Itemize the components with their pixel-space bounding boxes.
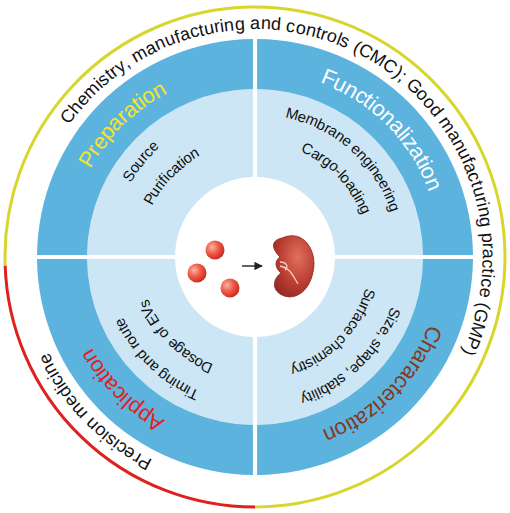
kidney (273, 236, 314, 297)
quadrant-sector: ApplicationDosage of EVsTiming and route (37, 257, 255, 475)
outer-band (257, 39, 473, 255)
glyph: n (223, 14, 235, 37)
glyph: g (474, 215, 497, 228)
yellow-arc (5, 7, 505, 507)
glyph: g (234, 13, 245, 35)
outer-band (37, 39, 253, 255)
quadrant-item: Purification (138, 142, 205, 211)
inner-band (87, 89, 253, 255)
quadrant-sector: FunctionalizationMembrane engineeringCar… (255, 39, 473, 257)
inner-band (257, 89, 423, 255)
quadrant-item: Membrane engineering (281, 102, 406, 218)
kidney-ureter (280, 262, 298, 284)
quadrant-item: Cargo-loading (297, 138, 377, 220)
quadrant-sector: CharacterizationSize, shape, stabilitySu… (255, 257, 473, 475)
glyph: r (477, 242, 499, 249)
glyph: a (250, 13, 260, 35)
vesicle (188, 264, 207, 283)
vesicle (221, 279, 240, 298)
ring-label: Chemistry, manufacturing and controls (C… (55, 11, 501, 366)
outer-band (37, 259, 253, 475)
glyph (245, 13, 251, 35)
quadrant-item: Surface chemistry (283, 282, 380, 381)
ring-label: Precision medicine (32, 346, 158, 476)
glyph: d (270, 14, 282, 36)
glyph: a (477, 249, 499, 259)
quadrant-sector: PreparationSourcePurification (37, 39, 255, 257)
glyph: n (260, 13, 271, 35)
glyph: p (476, 232, 498, 244)
arrow (242, 265, 262, 266)
inner-band (87, 259, 253, 425)
glyph: c (477, 259, 499, 269)
inner-band (257, 259, 423, 425)
quadrant-item: Timing and route (109, 312, 205, 405)
outer-band (257, 259, 473, 475)
vesicle (206, 241, 225, 260)
